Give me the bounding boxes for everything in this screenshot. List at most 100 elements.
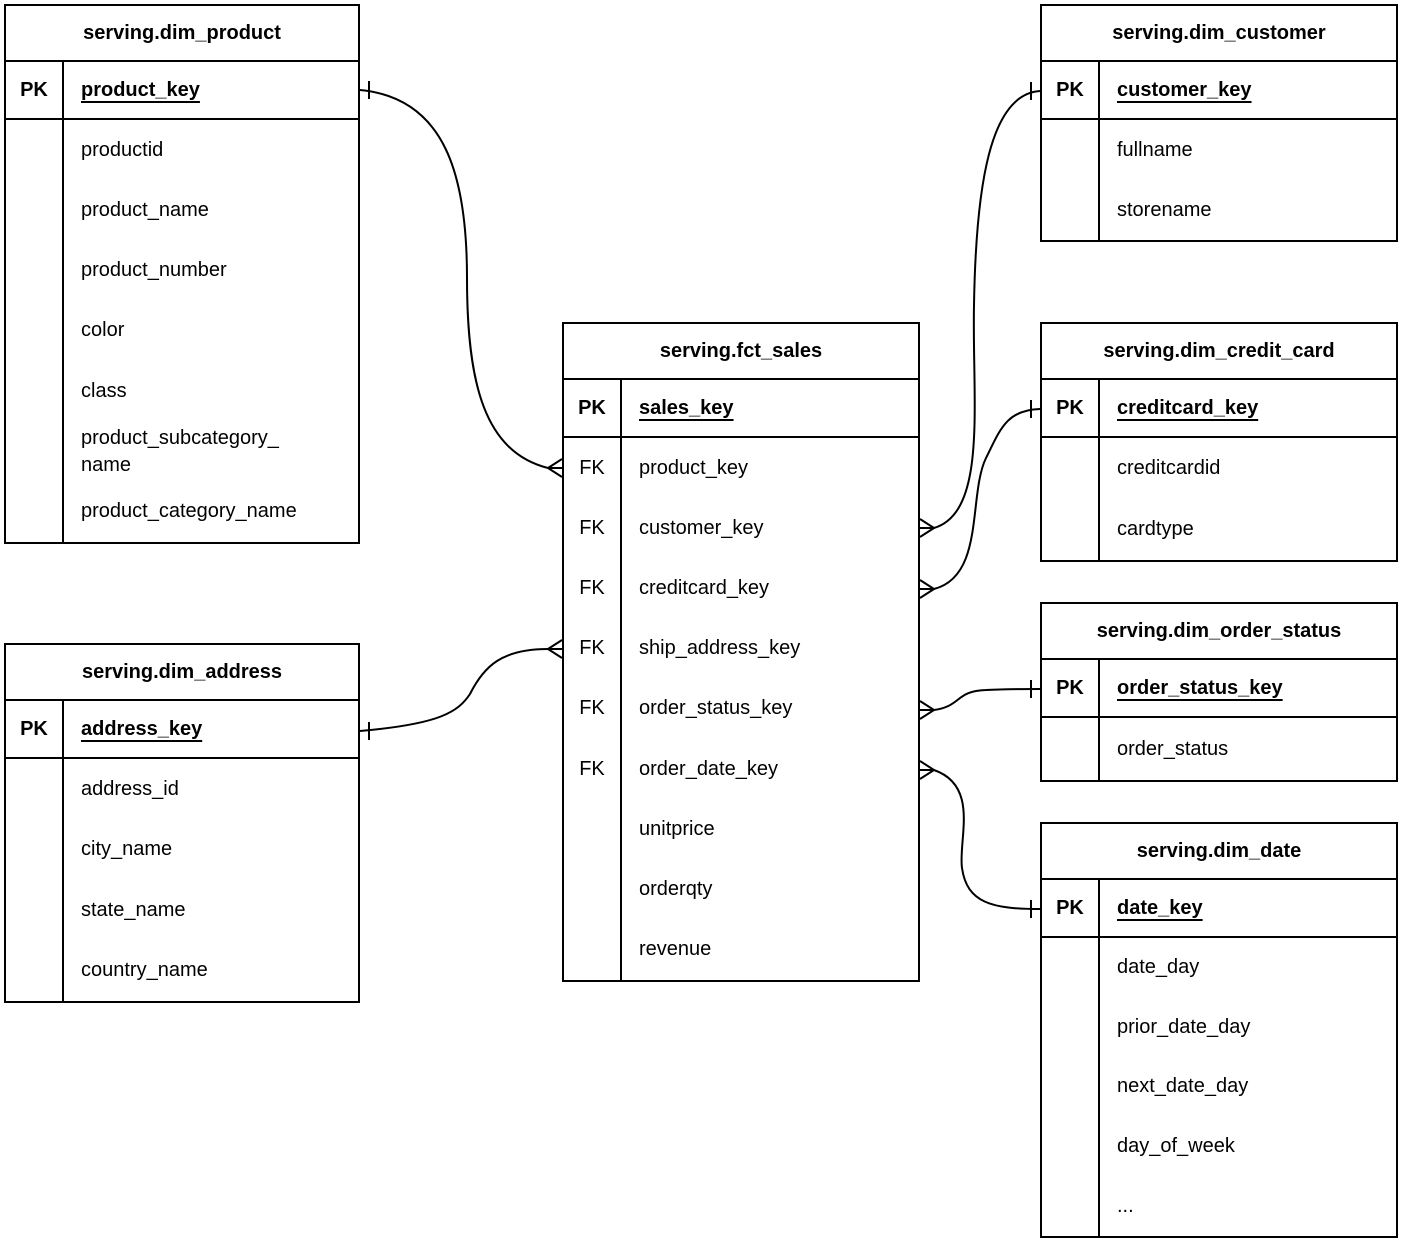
badge-cell [6, 300, 64, 362]
crows-foot-many-icon [919, 579, 935, 599]
fk-badge: FK [564, 618, 622, 679]
badge-cell [6, 819, 64, 880]
relationship-line [920, 769, 1041, 910]
field-row: city_name [6, 819, 358, 880]
pk-field-name: product_key [81, 78, 200, 101]
field-name: date_day [1117, 956, 1200, 979]
field-name: product_key [639, 456, 748, 479]
field-name: address_id [81, 777, 179, 800]
field-name: creditcardid [1117, 457, 1221, 479]
pk-field-name: customer_key [1117, 78, 1252, 101]
field-name: prior_date_day [1117, 1015, 1251, 1038]
badge-cell [1042, 1057, 1100, 1117]
table-title: serving.dim_customer [1042, 6, 1396, 62]
pk-badge: PK [1042, 880, 1100, 936]
pk-field-name: creditcard_key [1117, 396, 1259, 419]
badge-cell [6, 240, 64, 301]
pk-field-name: order_status_key [1117, 676, 1283, 699]
field-name: day_of_week [1117, 1135, 1235, 1158]
field-name: product_name [81, 198, 209, 221]
entity-table-dim-credit-card: serving.dim_credit_card PK creditcard_ke… [1040, 322, 1398, 562]
field-list: order_status [1042, 718, 1396, 780]
field-row: address_id [6, 759, 358, 820]
relationship-line [920, 90, 1041, 529]
crows-foot-many-icon [547, 639, 563, 659]
fk-badge: FK [564, 558, 622, 619]
field-list: address_id city_name state_name country_… [6, 759, 358, 1001]
field-name: cardtype [1117, 518, 1194, 540]
field-list: creditcardid cardtype [1042, 438, 1396, 560]
field-row: orderqty [564, 859, 918, 920]
field-name: order_date_key [639, 757, 778, 780]
field-name: fullname [1117, 138, 1193, 161]
badge-cell [1042, 938, 1100, 998]
field-name: storename [1117, 198, 1212, 221]
relationship-line [359, 648, 562, 732]
crows-foot-many-icon [547, 458, 563, 478]
field-name: productid [81, 138, 164, 161]
field-row: class [6, 361, 358, 422]
pk-row: PK date_key [1042, 880, 1396, 938]
field-row: state_name [6, 880, 358, 941]
field-row: product_number [6, 240, 358, 301]
field-row: unitprice [564, 799, 918, 860]
table-title: serving.fct_sales [564, 324, 918, 380]
pk-badge: PK [1042, 660, 1100, 716]
field-name: unitprice [639, 817, 715, 840]
pk-badge: PK [1042, 62, 1100, 118]
field-name: class [81, 379, 127, 402]
field-row: product_name [6, 180, 358, 241]
entity-table-dim-product: serving.dim_product PK product_key produ… [4, 4, 360, 544]
field-name: country_name [81, 959, 208, 982]
relationship-line [920, 688, 1041, 711]
field-row: ... [1042, 1176, 1396, 1236]
badge-cell [564, 919, 622, 980]
relationship-creditcard [919, 400, 1041, 599]
field-name: state_name [81, 898, 186, 921]
pk-badge: PK [1042, 380, 1100, 436]
field-row: revenue [564, 919, 918, 980]
field-name: orderqty [639, 878, 713, 901]
relationship-line [359, 89, 562, 469]
field-row: order_status [1042, 718, 1396, 780]
field-row: next_date_day [1042, 1057, 1396, 1117]
pk-row: PK address_key [6, 701, 358, 759]
badge-cell [564, 799, 622, 860]
field-name: next_date_day [1117, 1075, 1249, 1098]
badge-cell [6, 481, 64, 542]
badge-cell [6, 940, 64, 1001]
crows-foot-many-icon [919, 760, 935, 780]
crows-foot-many-icon [919, 700, 935, 720]
field-row: storename [1042, 180, 1396, 240]
relationship-ship-address [359, 639, 563, 740]
table-title: serving.dim_order_status [1042, 604, 1396, 660]
field-row: product_category_name [6, 481, 358, 542]
badge-cell [6, 180, 64, 241]
field-row: country_name [6, 940, 358, 1001]
field-name: city_name [81, 838, 173, 861]
field-row: cardtype [1042, 499, 1396, 560]
badge-cell [1042, 499, 1100, 560]
relationship-line [920, 408, 1041, 590]
field-list: date_day prior_date_day next_date_day da… [1042, 938, 1396, 1236]
badge-cell [6, 120, 64, 181]
field-row: product_subcategory_name [6, 421, 358, 482]
field-row: FK ship_address_key [564, 618, 918, 679]
badge-cell [1042, 120, 1100, 180]
pk-row: PK sales_key [564, 380, 918, 438]
field-row: fullname [1042, 120, 1396, 180]
entity-table-dim-customer: serving.dim_customer PK customer_key ful… [1040, 4, 1398, 242]
field-name: ship_address_key [639, 637, 801, 660]
badge-cell [1042, 438, 1100, 499]
field-name: product_subcategory_name [81, 426, 279, 476]
field-list: productid product_name product_number co… [6, 120, 358, 542]
field-name: order_status [1117, 737, 1229, 760]
fk-badge: FK [564, 739, 622, 800]
field-name: product_category_name [81, 500, 297, 523]
fk-badge: FK [564, 498, 622, 559]
